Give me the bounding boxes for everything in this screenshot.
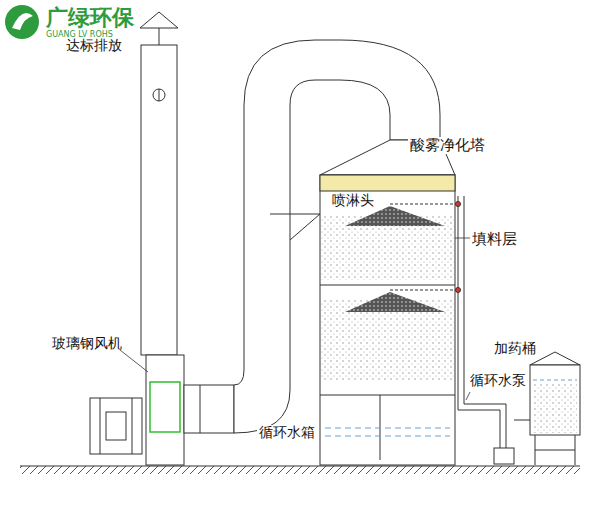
leader-lines [120,238,470,400]
discharge-label: 达标排放 [66,38,122,53]
ground [20,466,580,474]
logo-title: 广绿环保 [46,6,134,30]
chimney [90,12,234,465]
pipework [456,196,581,465]
tower-label: 酸雾净化塔 [408,137,487,154]
tower [320,140,458,465]
tank-label: 循环水箱 [257,425,317,440]
dosing-tank-label: 加药桶 [494,341,536,356]
fan-label: 玻璃钢风机 [52,336,122,351]
spray-head-label: 喷淋头 [330,193,376,208]
pump-label: 循环水泵 [468,373,528,388]
packing-label: 填料层 [472,231,517,248]
logo-icon [5,5,39,39]
